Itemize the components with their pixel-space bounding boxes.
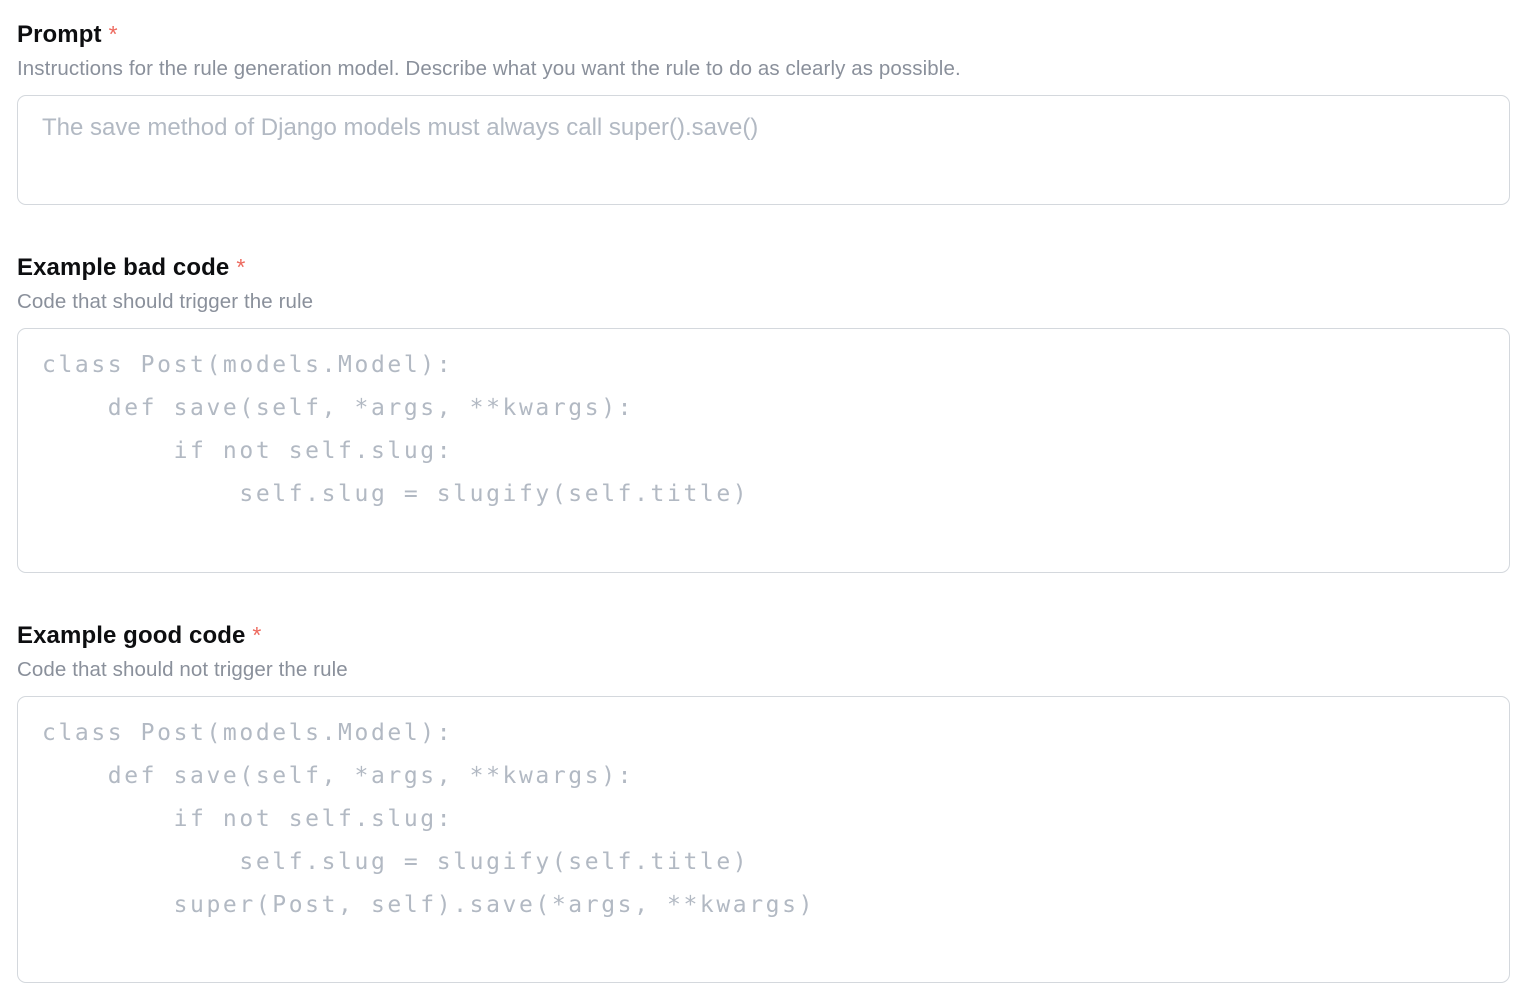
bad-code-input[interactable] [17,328,1510,573]
good-code-input[interactable] [17,696,1510,983]
good-code-description: Code that should not trigger the rule [17,658,348,681]
bad-code-label: Example bad code [17,254,230,281]
good-code-label: Example good code [17,622,246,649]
field-example-good-code: Example good code * Code that should not… [17,621,1510,983]
field-prompt: Prompt * Instructions for the rule gener… [17,20,1510,205]
field-example-bad-code: Example bad code * Code that should trig… [17,253,1510,573]
bad-code-required-asterisk: * [236,254,246,280]
prompt-label-row: Prompt * [17,20,1510,49]
prompt-label: Prompt [17,21,102,48]
good-code-required-asterisk: * [252,622,262,648]
good-code-label-row: Example good code * [17,621,1510,650]
bad-code-label-row: Example bad code * [17,253,1510,282]
prompt-input[interactable] [17,95,1510,205]
prompt-required-asterisk: * [108,21,118,47]
prompt-description: Instructions for the rule generation mod… [17,57,961,80]
bad-code-description: Code that should trigger the rule [17,290,314,313]
